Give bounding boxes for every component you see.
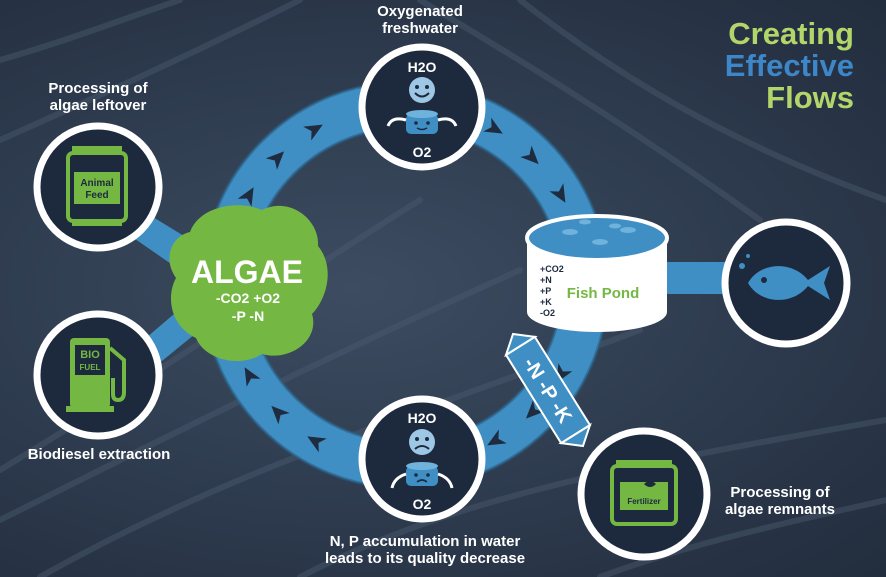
flow-arrow-3 xyxy=(303,124,323,141)
pond-nutrient-5: -O2 xyxy=(540,308,555,318)
flow-arrow-10 xyxy=(307,436,327,453)
fertilizer-label: Processing of algae remnants xyxy=(710,484,850,518)
bottom-node-label: N, P accumulation in water leads to its … xyxy=(290,533,560,567)
fertilizer-node: Fertilizer xyxy=(577,427,711,561)
algae-line1: -CO2 +O2 xyxy=(216,290,280,306)
happy-cup-icon xyxy=(386,110,458,134)
fertilizer-label-line2: algae remnants xyxy=(724,501,836,518)
flow-arrow-9 xyxy=(487,429,507,446)
fertilizer-bag-icon: Fertilizer xyxy=(610,460,678,526)
feed-bag-line1: Animal xyxy=(80,178,114,189)
fish-pond-node: +CO2 +N +P +K -O2 Fish Pond xyxy=(525,214,669,332)
fish-icon xyxy=(739,254,830,300)
animal-feed-label: Processing of algae leftover xyxy=(18,80,178,114)
top-water-node: H2O O2 xyxy=(358,43,486,171)
feed-bag-icon: Animal Feed xyxy=(66,146,128,226)
bottom-h2o: H2O xyxy=(408,410,437,426)
title-line3: Flows xyxy=(766,80,854,115)
pond-nutrient-2: +N xyxy=(540,275,552,285)
sad-cup-icon xyxy=(390,462,454,489)
bottom-o2: O2 xyxy=(413,496,432,512)
algae-node: ALGAE -CO2 +O2 -P -N xyxy=(169,205,328,361)
top-h2o: H2O xyxy=(408,59,437,75)
animal-feed-label-line2: algae leftover xyxy=(49,97,147,114)
bottom-label-line2: leads to its quality decrease xyxy=(324,550,526,567)
animal-feed-label-line1: Processing of xyxy=(48,80,148,97)
animal-feed-node: Animal Feed xyxy=(33,122,163,252)
pond-nutrient-3: +P xyxy=(540,286,551,296)
biofuel-label: Biodiesel extraction xyxy=(27,446,171,463)
pond-fish-icons xyxy=(562,219,636,245)
fish-node xyxy=(721,218,851,348)
happy-drop-icon xyxy=(409,77,435,103)
feed-bag-line2: Feed xyxy=(85,190,108,201)
sad-drop-icon xyxy=(409,429,435,455)
top-o2: O2 xyxy=(413,144,432,160)
fish-pond-label: Fish Pond xyxy=(567,285,640,302)
flow-arrow-1 xyxy=(237,187,254,207)
flow-arrow-6 xyxy=(549,183,566,203)
fertilizer-bag-label: Fertilizer xyxy=(627,497,660,506)
title-line2: Effective xyxy=(724,48,854,83)
page-title: Creating Effective Flows xyxy=(725,18,854,114)
title-line1: Creating xyxy=(728,16,854,51)
algae-blob xyxy=(169,205,328,361)
top-label-line2: freshwater xyxy=(382,20,458,37)
fuel-pump-icon: BIO FUEL xyxy=(66,338,126,412)
pond-body xyxy=(527,240,667,332)
pond-water xyxy=(525,214,669,262)
algae-line2: -P -N xyxy=(232,308,264,324)
bottom-label-line1: N, P accumulation in water xyxy=(329,533,521,550)
top-node-label: Oxygenated freshwater xyxy=(345,3,495,37)
pump-line2: FUEL xyxy=(80,363,101,372)
pump-line1: BIO xyxy=(80,349,100,361)
pond-nutrient-1: +CO2 xyxy=(540,264,564,274)
biofuel-node: BIO FUEL xyxy=(33,310,163,440)
bottom-water-node: H2O O2 xyxy=(358,395,486,523)
flow-arrow-4 xyxy=(483,117,503,134)
flow-arrow-12 xyxy=(244,367,261,387)
fertilizer-label-line1: Processing of xyxy=(730,484,830,501)
pond-nutrient-4: +K xyxy=(540,297,552,307)
algae-title: ALGAE xyxy=(191,254,303,290)
top-label-line1: Oxygenated xyxy=(377,3,463,20)
